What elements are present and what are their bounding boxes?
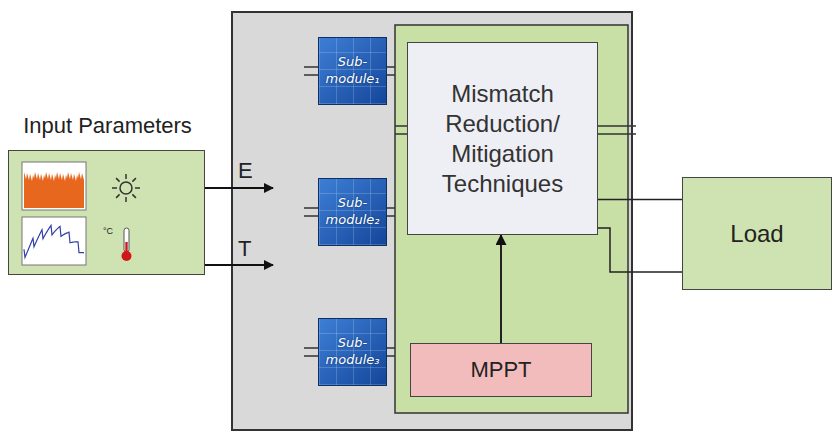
unit-label: °C: [103, 226, 113, 236]
input-arrow: [205, 187, 273, 189]
box-label: Load: [722, 215, 791, 253]
input-box: Input Parameters°C: [8, 150, 205, 275]
process-box: Mismatch Reduction/ Mitigation Technique…: [407, 42, 598, 235]
signal-label: E: [238, 158, 253, 184]
process-box: MPPT: [410, 343, 592, 397]
control-box: [395, 25, 628, 413]
signal-label: T: [238, 236, 251, 262]
system-box: [232, 12, 632, 430]
input-arrow: [205, 264, 273, 266]
submodule-panel: Sub-module₃: [318, 318, 387, 386]
submodule-panel: Sub-module₁: [318, 37, 387, 105]
submodule-label: Sub-module₃: [325, 335, 381, 369]
submodule-panel: Sub-module₂: [318, 178, 387, 246]
connector: [500, 235, 502, 343]
box-heading: Input Parameters: [9, 112, 206, 140]
input-illustration: [8, 150, 205, 275]
load-box: Load: [682, 177, 832, 290]
submodule-label: Sub-module₁: [325, 54, 381, 88]
box-label: MPPT: [462, 352, 539, 388]
connector: [598, 200, 682, 272]
submodule-label: Sub-module₂: [325, 195, 381, 229]
box-label: Mismatch Reduction/ Mitigation Technique…: [420, 75, 586, 203]
